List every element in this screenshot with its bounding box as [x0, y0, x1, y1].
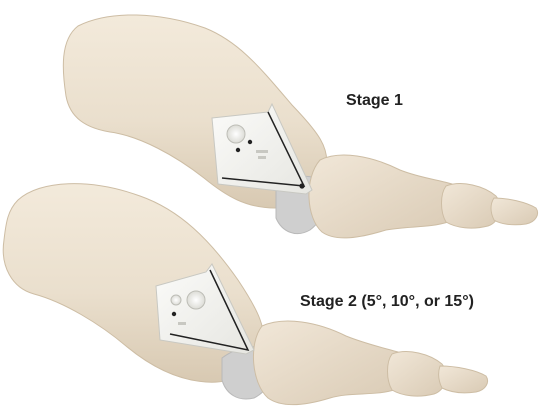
proximal-phalanx-upper [309, 155, 458, 238]
proximal-phalanx-lower [253, 321, 405, 405]
guide-hole-small [171, 295, 181, 305]
stage-1-label: Stage 1 [346, 92, 403, 110]
guide-hole-large [227, 125, 245, 143]
guide-engraving [258, 156, 266, 159]
stage-2-label: Stage 2 (5°, 10°, or 15°) [300, 293, 474, 311]
guide-pin-dot [172, 312, 176, 316]
guide-pin-dot [236, 148, 240, 152]
distal-phalanx-lower [439, 366, 488, 393]
middle-phalanx-lower [388, 352, 447, 396]
guide-pin-dot [248, 140, 252, 144]
metatarsal-bone-lower [3, 184, 263, 383]
guide-engraving [256, 150, 268, 153]
distal-phalanx-upper [491, 198, 538, 225]
guide-hole-large [187, 291, 205, 309]
guide-pin-dot [299, 183, 304, 188]
guide-engraving [178, 322, 186, 325]
